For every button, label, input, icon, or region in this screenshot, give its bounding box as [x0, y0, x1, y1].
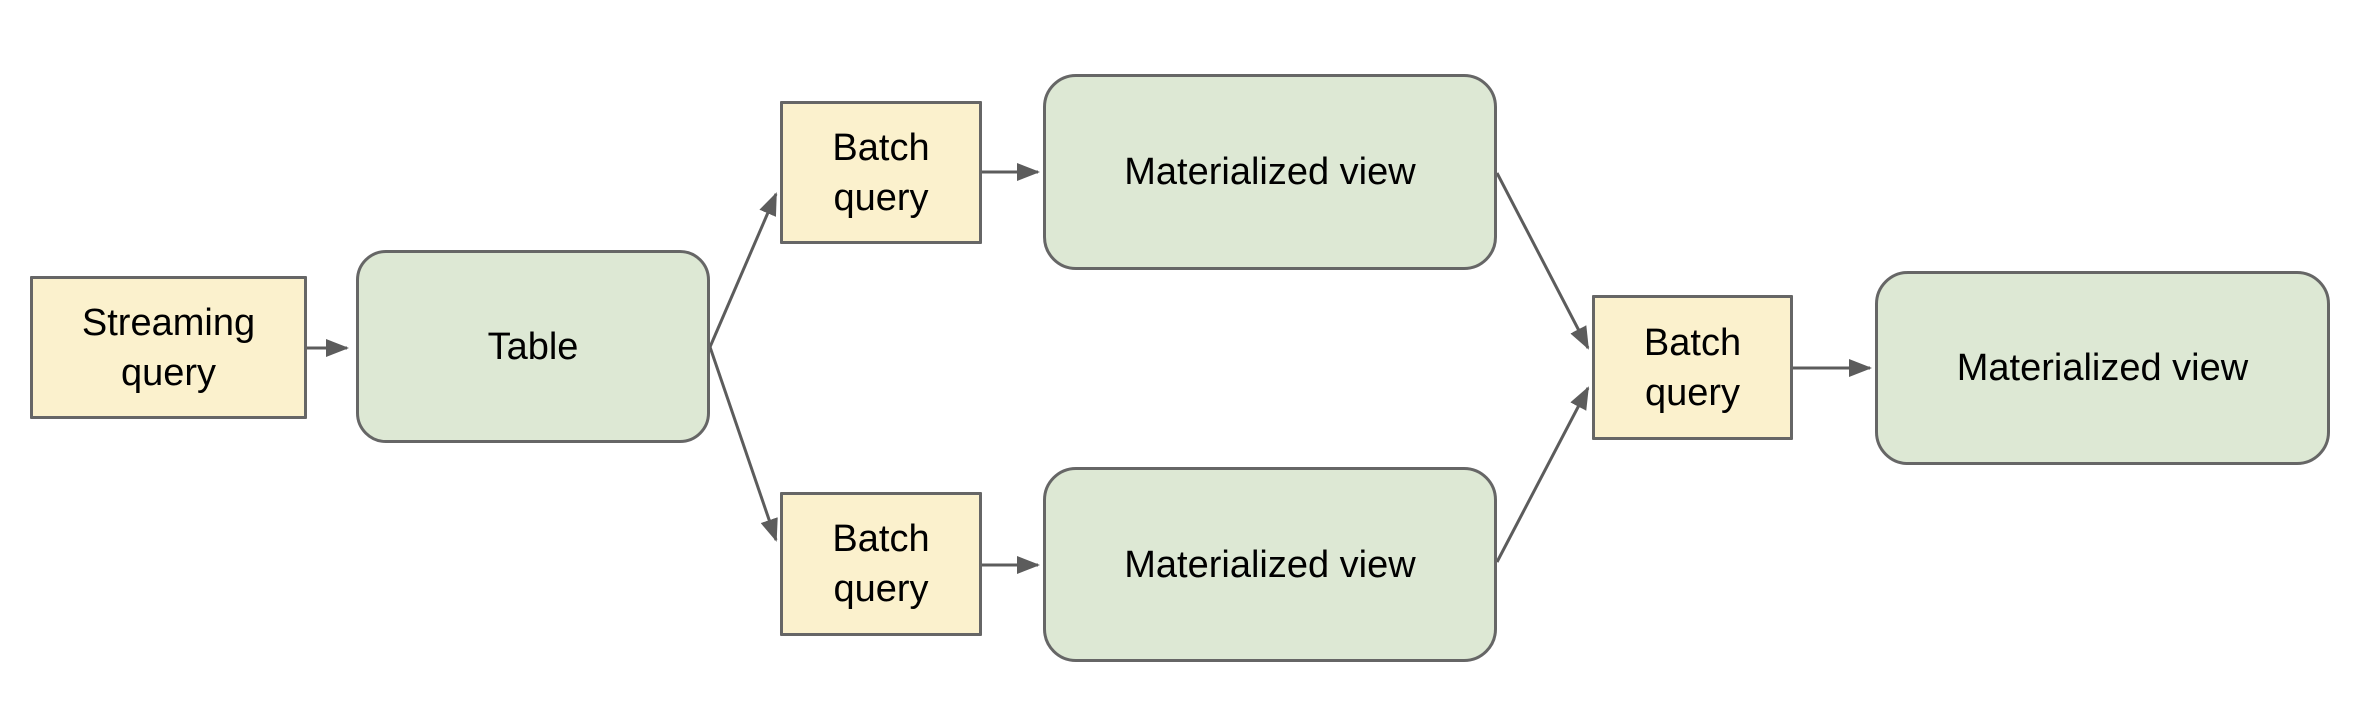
- node-materialized-view-right-label: Materialized view: [1956, 347, 2249, 389]
- node-materialized-view-bottom: Materialized view: [1043, 467, 1497, 662]
- edge-materialized-view-top-to-batch-query-right: [1495, 172, 1590, 350]
- node-table-label: Table: [487, 325, 579, 368]
- node-materialized-view-top-label: Materialized view: [1124, 151, 1416, 193]
- node-batch-query-right: Batch query: [1592, 295, 1793, 440]
- node-table: Table: [356, 250, 710, 443]
- edge-table-to-batch-query-top: [708, 192, 778, 348]
- edge-materialized-view-bottom-to-batch-query-right: [1495, 386, 1590, 563]
- node-batch-query-top: Batch query: [780, 101, 982, 244]
- node-batch-query-top-label: Batch query: [832, 126, 930, 219]
- node-materialized-view-bottom-label: Materialized view: [1124, 543, 1416, 586]
- node-streaming-query: Streaming query: [30, 276, 307, 419]
- node-materialized-view-right: Materialized view: [1875, 271, 2330, 465]
- edge-table-to-batch-query-bottom: [708, 346, 778, 542]
- node-streaming-query-label: Streaming query: [81, 301, 256, 394]
- node-materialized-view-top: Materialized view: [1043, 74, 1497, 270]
- node-batch-query-bottom-label: Batch query: [832, 518, 930, 610]
- node-batch-query-right-label: Batch query: [1643, 321, 1742, 414]
- node-batch-query-bottom: Batch query: [780, 492, 982, 636]
